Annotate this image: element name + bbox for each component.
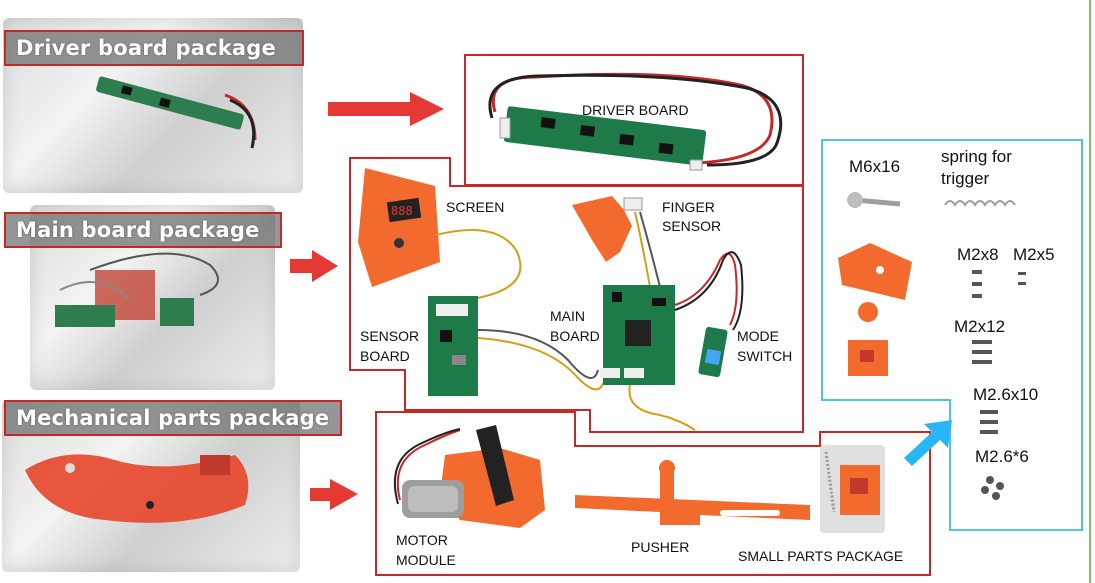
pusher-illustration [575,460,810,525]
arrow-mechanical [310,479,358,510]
right-edge-line [1089,0,1091,583]
driver-board-illustration [488,72,783,171]
m2x12-label: M2x12 [954,317,1006,336]
m6x16-label: M6x16 [849,157,901,176]
bag-contents-illustration [25,76,257,523]
small-parts-bag-illustration [820,445,885,533]
m26x6-label: M2.6*6 [975,447,1029,466]
driver-board-label: DRIVER BOARD [582,102,689,118]
small-parts-illustration [838,192,1026,500]
small-parts-frame [821,139,1083,531]
motor-module-illustration [393,425,545,528]
mode-switch-illustration [698,326,728,378]
screen-label: SCREEN [446,199,505,215]
screen-illustration: 888 [358,168,522,336]
spring-label-1: spring for [941,147,1012,166]
small-parts-package-label: SMALL PARTS PACKAGE [738,548,904,564]
main-board-frame [349,157,804,433]
main-board-label-1: MAIN [550,308,585,324]
m2x8-label: M2x8 [957,245,999,264]
mode-switch-label-2: SWITCH [737,348,793,364]
sensor-board-illustration [428,296,604,396]
arrow-small-parts [898,420,952,466]
spring-label-2: trigger [941,169,990,188]
finger-sensor-label-2: SENSOR [662,218,722,234]
pusher-label: PUSHER [631,539,690,555]
main-board-package-label: Main board package [4,212,282,248]
driver-board-in-bag [96,76,257,149]
arrow-driver [328,92,444,126]
mechanical-parts-frame [375,411,931,576]
mechanical-parts-package-label: Mechanical parts package [4,400,342,436]
m26x10-label: M2.6x10 [973,385,1039,404]
finger-sensor-label-1: FINGER [662,199,715,215]
sensor-board-label-2: BOARD [360,348,410,364]
motor-module-label-2: MODULE [396,552,456,568]
sensor-board-label-1: SENSOR [360,328,420,344]
finger-sensor-illustration [572,196,661,288]
m2x5-label: M2x5 [1013,245,1055,264]
main-board-label-2: BOARD [550,328,600,344]
mechanical-parts-in-bag [25,454,249,523]
mode-switch-label-1: MODE [737,328,779,344]
main-board-in-bag [55,252,219,327]
driver-board-package-label: Driver board package [4,30,304,66]
arrow-main-board [290,250,338,282]
main-board-illustration [600,251,744,431]
svg-text:888: 888 [391,204,413,218]
motor-module-label-1: MOTOR [396,532,448,548]
